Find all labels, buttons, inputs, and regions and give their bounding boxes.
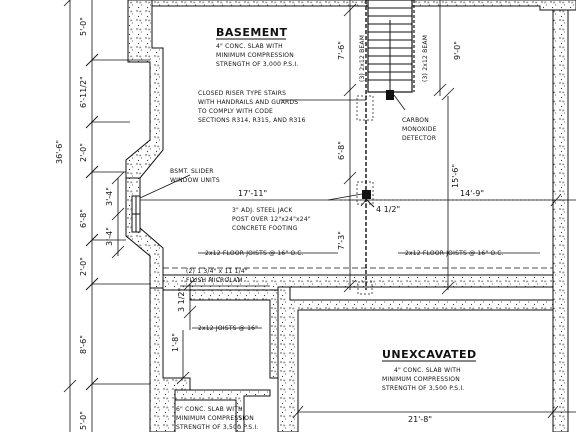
- dim-offset: 4 1/2": [376, 205, 400, 214]
- dim-lower-vertical: 7'-3": [337, 231, 346, 250]
- floor-joists-right-note: 2x12 FLOOR JOISTS @ 16" O.C.: [405, 250, 504, 257]
- window-note-2: WINDOW UNITS: [170, 177, 220, 184]
- beam-left-label: (3) 2x12 BEAM: [359, 35, 366, 82]
- beam-note-2: FLUSH MICROLAM: [186, 277, 243, 284]
- dim-stair-upper: 7'-6": [337, 41, 346, 60]
- dim-left-0: 5'-0": [79, 17, 88, 36]
- stairs-note-2: WITH HANDRAILS AND GUARDS: [198, 99, 298, 106]
- dim-right-vertical: 15'-6": [451, 164, 460, 188]
- dim-width-left: 17'-11": [238, 189, 267, 198]
- basement-title: BASEMENT: [216, 26, 288, 39]
- dim-left-6: 5'-0": [79, 411, 88, 430]
- unexcavated-wall: [277, 286, 554, 432]
- jack-post-note-1: 3" ADJ. STEEL JACK: [232, 207, 293, 214]
- foundation-walls: [125, 0, 576, 432]
- top-wall: [151, 0, 576, 11]
- dim-left-4: 2'-0": [79, 257, 88, 276]
- window-note-1: BSMT. SLIDER: [170, 168, 214, 175]
- dim-left-2: 2'-0": [79, 143, 88, 162]
- window-units: [131, 195, 141, 233]
- right-wall: [552, 9, 569, 432]
- basement-note-1: 4" CONC. SLAB WITH: [216, 43, 283, 50]
- dim-overall: 36'-6": [55, 140, 64, 164]
- dim-window-lower: 3'-4": [105, 227, 114, 246]
- dim-small-b: 1'-8": [171, 333, 180, 352]
- dim-unexcavated-width: 21'-8": [408, 415, 432, 424]
- stair-run: [367, 0, 413, 94]
- jack-post-note-3: CONCRETE FOOTING: [232, 225, 298, 232]
- dim-stair-right: 9'-0": [453, 41, 462, 60]
- stairs-note-3: TO COMPLY WITH CODE: [197, 108, 273, 115]
- joists-note: 2x12 JOISTS @ 16": [198, 325, 258, 332]
- floor-joists-left-note: 2x12 FLOOR JOISTS @ 16" O.C.: [205, 250, 304, 257]
- lower-slab-note-3: STRENGTH OF 3,500 P.S.I.: [176, 424, 258, 431]
- stairs-note-1: CLOSED RISER TYPE STAIRS: [198, 90, 286, 97]
- unexcavated-note-3: STRENGTH OF 3,500 P.S.I.: [382, 385, 464, 392]
- unexcavated-title: UNEXCAVATED: [382, 348, 477, 361]
- dim-window-upper: 3'-4": [105, 187, 114, 206]
- dim-left-5: 8'-6": [79, 335, 88, 354]
- lower-slab-note-2: MINIMUM COMPRESSION: [176, 415, 254, 422]
- left-wall-upper: [125, 0, 164, 179]
- lower-slab-note-1: 6" CONC. SLAB WITH: [176, 406, 243, 413]
- jack-post-note-2: POST OVER 12"x24"x24": [232, 216, 311, 223]
- dim-left-1: 6'-11/2": [79, 76, 88, 108]
- co-note-1: CARBON: [402, 117, 429, 124]
- left-wall-window: [125, 177, 164, 289]
- basement-note-2: MINIMUM COMPRESSION: [216, 52, 294, 59]
- dim-left-3: 6'-8": [79, 209, 88, 228]
- unexcavated-note-1: 4" CONC. SLAB WITH: [394, 367, 461, 374]
- basement-note-3: STRENGTH OF 3,000 P.S.I.: [216, 61, 298, 68]
- chase-wall: [189, 289, 279, 379]
- beam-right-label: (3) 2x12 BEAM: [422, 35, 429, 82]
- lower-slab-box: [174, 389, 271, 432]
- jack-post-symbol: [362, 190, 375, 208]
- unexcavated-note-2: MINIMUM COMPRESSION: [382, 376, 460, 383]
- co-note-3: DETECTOR: [402, 135, 436, 142]
- dim-small-a: 3 1/2": [177, 288, 186, 312]
- dim-width-right: 14'-9": [460, 189, 484, 198]
- co-note-2: MONOXIDE: [402, 126, 437, 133]
- beam-note-1: (2) 1 3/4" x 11 1/4": [186, 268, 248, 275]
- stairs-note-4: SECTIONS R314, R315, AND R316: [198, 117, 306, 124]
- dimension-lines: [63, 0, 576, 432]
- co-detector-symbol: [386, 90, 406, 111]
- dim-mid-vertical: 6'-8": [337, 141, 346, 160]
